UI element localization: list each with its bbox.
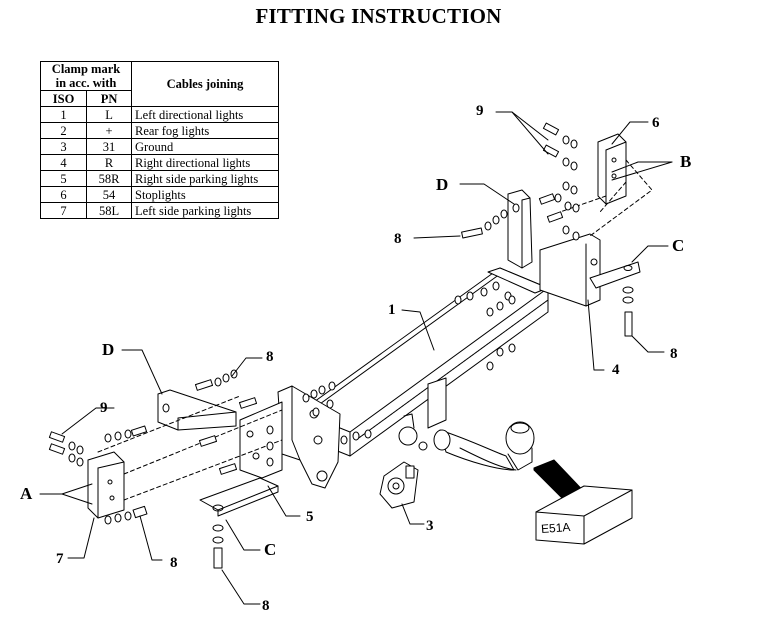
callout-9-top: 9: [476, 103, 484, 119]
table-row: 7 58L Left side parking lights: [39, 202, 279, 219]
iso-cell: 7: [39, 202, 88, 219]
callout-4: 4: [612, 362, 620, 378]
cable-cell: Left directional lights: [131, 106, 279, 123]
cable-cell: Rear fog lights: [131, 122, 279, 139]
callout-8-bottom-left: 8: [170, 555, 178, 571]
socket-plate: [379, 461, 419, 509]
callout-9-left: 9: [100, 400, 108, 416]
callout-8-top: 8: [394, 231, 402, 247]
callout-3: 3: [426, 518, 434, 534]
label-c-right: C: [672, 236, 684, 255]
callout-5: 5: [306, 509, 314, 525]
left-side-bracket: [199, 385, 341, 517]
callout-7: 7: [56, 551, 64, 567]
callout-1: 1: [388, 302, 396, 318]
label-c-bottom: C: [264, 540, 276, 559]
leader-lines: [39, 111, 673, 605]
cable-cell: Right side parking lights: [131, 170, 279, 187]
cable-cell: Left side parking lights: [131, 202, 279, 219]
iso-cell: 4: [39, 154, 88, 171]
page-title: FITTING INSTRUCTION: [255, 4, 502, 28]
label-d-right: D: [436, 175, 448, 194]
callout-8-right: 8: [670, 346, 678, 362]
bolts-and-washers: [48, 122, 634, 569]
table-row: 2 + Rear fog lights: [39, 122, 279, 139]
box-label: E51A: [541, 520, 571, 536]
e51a-box: [535, 485, 633, 545]
pn-header: PN: [86, 90, 132, 107]
label-b: B: [680, 152, 691, 171]
left-side-plate: [87, 451, 125, 519]
clamp-mark-header: Clamp mark in acc. with: [40, 61, 132, 91]
left-d-bracket: [157, 389, 237, 431]
dashed-guides: [97, 159, 653, 501]
cables-joining-header: Cables joining: [131, 61, 279, 107]
tow-ball: [427, 377, 535, 471]
electric-plug: [398, 413, 428, 451]
callout-8-bottom: 8: [262, 598, 270, 614]
right-d-bracket: [507, 189, 533, 269]
right-side-bracket: [539, 233, 641, 307]
callout-8-left: 8: [266, 349, 274, 365]
pn-cell: 58L: [86, 202, 132, 219]
table-row: 5 58R Right side parking lights: [39, 170, 279, 187]
label-a: A: [20, 484, 33, 503]
right-side-plate: [597, 133, 627, 205]
label-d-left: D: [102, 340, 114, 359]
callout-6: 6: [652, 115, 660, 131]
pn-cell: 58R: [86, 170, 132, 187]
cables-table: Clamp mark in acc. with Cables joining I…: [39, 61, 279, 219]
